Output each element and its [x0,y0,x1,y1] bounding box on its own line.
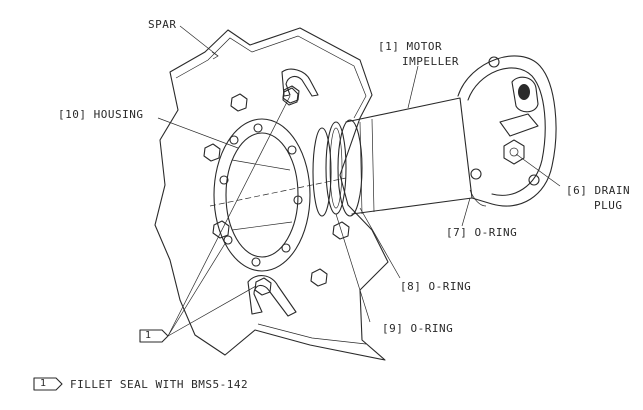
motor-end-flange [457,55,557,207]
flange-bolt-hole [253,123,263,133]
leader-oring-9 [335,213,371,323]
spar-hex-nut [332,221,350,240]
spar-hex-nut [203,143,221,162]
upper-clip-bracket [281,68,319,97]
motor-impeller-front-rim [337,119,363,217]
spar-hex-nut [310,268,328,287]
callout-flag-shape [139,329,169,343]
o-ring-8-inner [329,127,343,209]
label-o-ring-7: [7] O-RING [446,226,518,239]
drain-plug-center [509,147,519,157]
end-flange-bolt [470,168,482,180]
leader-fillet-seal [167,285,257,337]
label-spar: SPAR [148,18,177,31]
label-drain-plug-line1: [6] DRAIN [566,184,631,197]
flange-bolt-hole [293,195,303,205]
label-motor-impeller-line1: [1] MOTOR [378,40,443,53]
end-flange-bolt [528,174,540,186]
legend-fillet-seal-text: FILLET SEAL WITH BMS5-142 [70,378,249,391]
lower-clip-bracket [247,275,297,317]
flange-bolt-hole [219,175,229,185]
motor-port-boss [511,76,539,113]
flange-bolt-hole [229,135,239,145]
leader-motor [407,65,419,109]
leader-fillet-seal [167,95,291,337]
o-ring-9 [312,127,332,217]
legend-flag-shape [33,377,63,391]
spar-hex-nut [212,220,230,239]
flange-bolt-hole [281,243,291,253]
leader-spar-arrow [211,51,219,60]
motor-end-flange-lip [467,67,546,196]
leader-drain-plug [515,153,561,187]
flange-bolt-hole [223,235,233,245]
spar-plate-outline [154,27,389,361]
label-o-ring-9: [9] O-RING [382,322,454,335]
lower-clip-nut [254,277,272,296]
end-flange-bolt [488,56,500,68]
callout-flag-number: 1 [145,330,152,341]
legend-flag-number: 1 [40,378,47,389]
spar-hex-nut [230,93,248,112]
flange-bolt-hole [251,257,261,267]
drain-plug-hex [503,139,525,165]
leader-housing [157,117,239,149]
label-motor-impeller-line2: IMPELLER [402,55,459,68]
label-drain-plug-line2: PLUG [594,199,623,212]
motor-impeller-band [359,118,375,215]
leader-fillet-seal [167,241,227,337]
leader-oring-8 [359,207,401,279]
spar-plate-lower-edge [257,323,367,345]
spar-plate-edge-thickness [175,35,367,119]
motor-key-fitting [499,113,539,137]
housing-flange-outer [213,118,311,272]
label-housing: [10] HOUSING [58,108,144,121]
leader-spar [179,25,219,57]
housing-flange-inner [225,132,299,258]
upper-clip-nut [282,87,299,106]
motor-impeller-body [345,97,473,215]
label-o-ring-8: [8] O-RING [400,280,472,293]
motor-port-opening [518,84,530,100]
leader-oring-7 [461,197,471,227]
assembly-centerline [209,177,347,207]
o-ring-7 [469,189,487,207]
housing-bore-shade [231,159,293,231]
flange-bolt-hole [287,145,297,155]
